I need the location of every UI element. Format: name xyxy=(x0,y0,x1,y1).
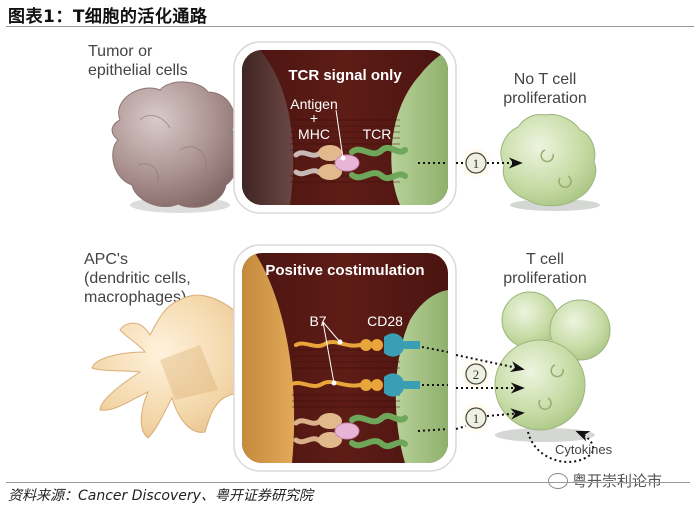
t-cell-back-right xyxy=(549,299,611,361)
tcr-label: TCR xyxy=(363,126,392,142)
apc-cell xyxy=(91,294,246,439)
signal-arrow-tcr xyxy=(486,408,525,420)
apc-label-line3: macrophages) xyxy=(84,289,187,306)
t-cell-no-proliferation xyxy=(500,113,600,211)
proliferation-label: T cell proliferation xyxy=(490,250,600,288)
signal-1-marker-bottom: 1 xyxy=(460,402,492,434)
apc-label: APC's (dendritic cells, macrophages) xyxy=(84,250,191,307)
mhc-domain-top xyxy=(318,145,342,161)
signal-2-marker: 2 xyxy=(460,358,492,390)
prolif-line1: T cell xyxy=(526,251,564,268)
mhc-label: MHC xyxy=(298,126,330,142)
title-divider xyxy=(6,26,694,27)
prolif-line2: proliferation xyxy=(503,270,587,287)
b7-label: B7 xyxy=(309,313,326,329)
b7-cd28-pair-2 xyxy=(290,373,420,397)
figure-title: 图表1：T细胞的活化通路 xyxy=(8,7,208,27)
panel-title-tcr-only: TCR signal only xyxy=(288,67,402,84)
signal-1-marker-top: 1 xyxy=(460,147,492,179)
wechat-icon xyxy=(548,472,568,489)
no-prolif-line2: proliferation xyxy=(503,90,587,107)
tumor-cell xyxy=(111,81,241,213)
no-proliferation-label: No T cell proliferation xyxy=(490,70,600,108)
t-cell-back-left xyxy=(501,291,559,349)
source-divider xyxy=(6,482,690,483)
apc-label-line1: APC's xyxy=(84,251,128,268)
tumor-label-line1: Tumor or xyxy=(88,43,153,60)
tcr-signal-panel: TCR signal only Antigen + MHC TCR xyxy=(233,41,457,214)
antigen xyxy=(334,154,360,172)
no-prolif-line1: No T cell xyxy=(513,71,577,88)
costimulation-panel: Positive costimulation B7 CD28 xyxy=(233,244,457,472)
signal-1-number: 1 xyxy=(473,156,480,171)
watermark: 粤开崇利论市 xyxy=(548,470,662,491)
panel-title-costimulation: Positive costimulation xyxy=(265,262,424,279)
antigen-label: Antigen xyxy=(290,96,337,112)
t-cell-cluster xyxy=(494,291,611,442)
mhc-domain-bottom xyxy=(318,164,342,180)
apc-label-line2: (dendritic cells, xyxy=(84,270,191,287)
t-cell-front xyxy=(494,339,586,431)
signal-arrow-b7-1 xyxy=(455,354,525,373)
plus-label: + xyxy=(310,110,318,126)
tumor-cell-label: Tumor or epithelial cells xyxy=(88,42,188,80)
b7-cd28-pair-1 xyxy=(294,333,420,357)
mhc-stalk-bottom xyxy=(293,168,323,177)
cytokines-label: Cytokines xyxy=(555,442,613,457)
cytokine-loop-arrow xyxy=(527,430,595,463)
cd28-label: CD28 xyxy=(367,313,403,329)
mhc-stalk-top xyxy=(293,150,323,158)
signal-1b-number: 1 xyxy=(473,411,480,426)
tumor-label-line2: epithelial cells xyxy=(88,62,188,79)
signal-2-number: 2 xyxy=(473,367,480,382)
watermark-text: 粤开崇利论市 xyxy=(572,472,663,490)
tcr-chain-bottom xyxy=(349,170,408,182)
tcr-chain-top xyxy=(349,144,408,157)
figure-source: 资料来源：Cancer Discovery、粤开证券研究院 xyxy=(8,488,313,504)
